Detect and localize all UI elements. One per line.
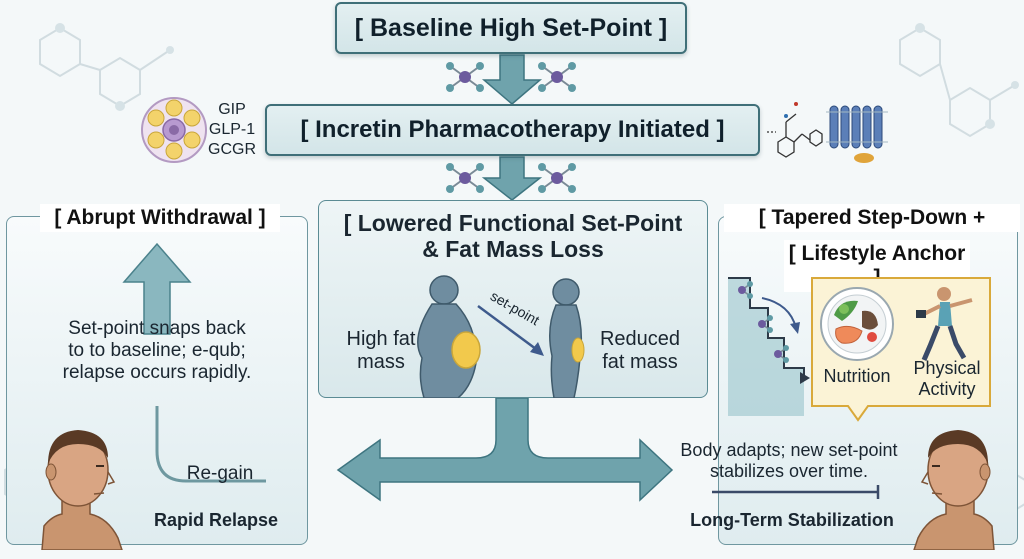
stabilization-line — [712, 485, 880, 499]
withdrawal-description-line2: to to baseline; e-qub; — [68, 339, 246, 361]
man-head-right-icon — [913, 430, 995, 550]
withdrawal-description: Set-point snaps back to to baseline; e-q… — [30, 318, 284, 384]
withdrawal-description-line1: Set-point snaps back — [68, 318, 246, 339]
left-panel-arrows — [122, 242, 266, 483]
high-fat-mass-line1: High fat — [346, 328, 416, 350]
rapid-relapse-label: Rapid Relapse — [153, 510, 279, 530]
split-arrow — [336, 397, 674, 502]
baseline-set-point-box: [ Baseline High Set-Point ] — [335, 2, 687, 54]
lowered-set-point-title-line2: & Fat Mass Loss — [422, 236, 604, 263]
lowered-set-point-title: [ Lowered Functional Set-Point & Fat Mas… — [320, 210, 706, 263]
nutrition-label: Nutrition — [823, 366, 891, 386]
abrupt-withdrawal-title: [ Abrupt Withdrawal ] — [40, 204, 280, 233]
reduced-fat-mass-line1: Reduced — [599, 328, 681, 350]
receptor-peptide-icon — [767, 102, 888, 163]
arrow-down-2 — [481, 156, 543, 201]
physical-activity-line2: Activity — [918, 378, 976, 399]
baseline-set-point-label: [ Baseline High Set-Point ] — [354, 13, 668, 42]
high-fat-body-icon — [417, 275, 481, 398]
regain-loop-line — [155, 406, 266, 483]
cell-icon — [141, 97, 207, 163]
hormone-glp1: GLP-1 — [208, 121, 256, 138]
body-silhouettes — [417, 275, 585, 398]
physical-activity-icon — [916, 287, 973, 361]
incretin-pharmacotherapy-label: [ Incretin Pharmacotherapy Initiated ] — [300, 116, 725, 143]
tapered-step-down-title-line1: [ Tapered Step-Down + — [758, 206, 986, 229]
reduced-fat-mass-line2: fat mass — [602, 351, 678, 373]
step-down-staircase — [728, 277, 810, 416]
incretin-pharmacotherapy-box: [ Incretin Pharmacotherapy Initiated ] — [265, 104, 760, 156]
stabilization-description-line1: Body adapts; new set-point — [680, 440, 898, 460]
withdrawal-description-line3: relapse occurs rapidly. — [62, 361, 252, 383]
physical-activity-label: Physical Activity — [904, 358, 990, 399]
reduced-fat-mass-label: Reduced fat mass — [590, 328, 690, 374]
stabilization-description: Body adapts; new set-point stabilizes ov… — [660, 440, 918, 481]
reduced-fat-body-icon — [549, 278, 585, 398]
hormone-gcgr: GCGR — [208, 141, 256, 158]
man-head-left-icon — [41, 430, 123, 550]
high-fat-mass-label: High fat mass — [334, 328, 428, 374]
long-term-stabilization-label: Long-Term Stabilization — [690, 510, 894, 530]
lowered-set-point-panel — [318, 200, 708, 398]
hormone-label-list: GIP GLP-1 GCGR — [206, 100, 258, 160]
withdrawal-up-arrow — [122, 242, 192, 335]
physical-activity-line1: Physical — [913, 358, 981, 378]
lowered-set-point-title-line1: [ Lowered Functional Set-Point — [343, 210, 683, 236]
high-fat-mass-line2: mass — [357, 351, 405, 373]
arrow-down-1 — [481, 54, 543, 105]
nutrition-plate-icon — [820, 287, 894, 361]
hormone-gip: GIP — [218, 101, 246, 118]
stabilization-description-line2: stabilizes over time. — [709, 460, 869, 481]
regain-label: Re-gain — [186, 463, 254, 484]
tapered-step-down-title: [ Tapered Step-Down + — [724, 204, 1020, 233]
